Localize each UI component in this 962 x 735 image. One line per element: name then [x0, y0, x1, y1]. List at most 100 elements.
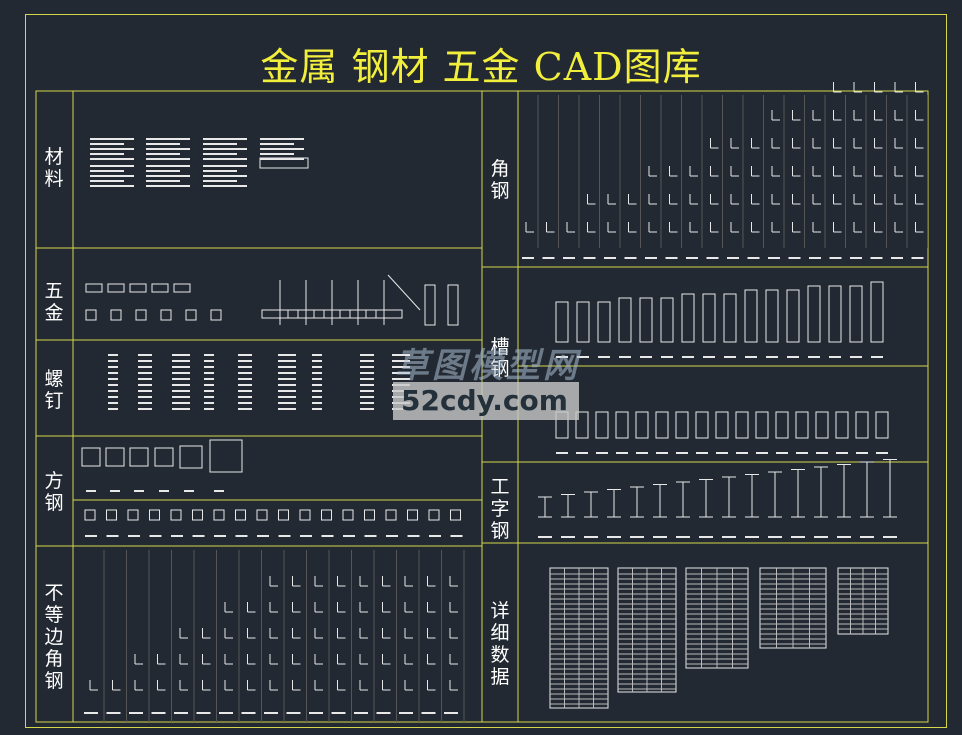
watermark-url: 52cdy.com: [401, 384, 568, 417]
material-line: [90, 165, 134, 167]
material-line: [203, 175, 247, 177]
angle-steel-dim: [542, 257, 555, 259]
screw-line: [360, 396, 374, 398]
screw-line: [360, 354, 374, 356]
square-steel-dim: [159, 490, 169, 492]
material-line: [203, 143, 237, 145]
square-steel-small: [127, 509, 139, 521]
screw-line: [278, 396, 296, 398]
hardware-part: [135, 309, 147, 321]
channel-steel-section: [795, 411, 809, 439]
material-line: [90, 180, 124, 182]
channel-steel-section: [849, 285, 863, 343]
screw-line: [360, 378, 374, 380]
channel-steel-section: [855, 411, 869, 439]
channel-steel-dim: [556, 356, 568, 358]
square-steel-section: [105, 447, 125, 467]
angle-steel-dim: [686, 257, 698, 259]
screw-line: [108, 372, 118, 374]
unequal-angle-dim: [129, 712, 143, 714]
angle-steel-dim: [604, 257, 616, 259]
screw-line: [360, 372, 374, 374]
square-steel-dim: [450, 535, 463, 537]
channel-steel-section: [744, 289, 758, 343]
i-beam-dim: [883, 536, 897, 538]
square-steel-dim: [149, 535, 162, 537]
outer-border: [25, 14, 947, 728]
screw-line: [278, 408, 296, 410]
material-line: [203, 180, 237, 182]
screw-line: [278, 384, 296, 386]
screw-line: [238, 396, 252, 398]
screw-line: [172, 354, 190, 356]
channel-steel-section: [807, 285, 821, 343]
label-details: 详细数据: [490, 600, 510, 688]
angle-steel-dim: [665, 257, 678, 259]
channel-steel-section: [715, 411, 729, 439]
channel-steel-section: [615, 411, 629, 439]
screw-line: [312, 366, 322, 368]
channel-steel-dim: [619, 356, 631, 358]
i-beam-dim: [860, 536, 874, 538]
i-beam-dim: [561, 536, 575, 538]
channel-steel-dim: [716, 452, 728, 454]
page-title: 金属 钢材 五金 CAD图库: [260, 45, 702, 89]
channel-steel-dim: [766, 356, 778, 358]
angle-steel-dim: [891, 257, 903, 259]
angle-steel-dim: [563, 257, 575, 259]
square-steel-dim: [184, 490, 194, 492]
channel-steel-dim: [640, 356, 652, 358]
channel-steel-section: [835, 411, 849, 439]
unequal-angle-dim: [331, 712, 346, 714]
screw-line: [312, 354, 322, 356]
unequal-angle-dim: [354, 712, 368, 714]
square-steel-small: [192, 509, 203, 521]
angle-steel-dim: [788, 257, 801, 259]
screw-line: [238, 408, 252, 410]
square-steel-dim: [386, 535, 398, 537]
square-steel-dim: [429, 535, 441, 537]
channel-steel-dim: [696, 452, 708, 454]
i-beam-dim: [538, 536, 552, 538]
hardware-part: [339, 309, 377, 319]
screw-line: [360, 402, 374, 404]
material-line: [203, 153, 237, 155]
label-channel-steel: 槽钢: [490, 336, 510, 380]
channel-steel-dim: [856, 452, 868, 454]
screw-line: [278, 372, 296, 374]
channel-steel-dim: [736, 452, 748, 454]
channel-steel-dim: [808, 356, 820, 358]
channel-steel-section: [655, 411, 669, 439]
screw-line: [312, 384, 322, 386]
hardware-part: [424, 284, 436, 326]
square-steel-small: [170, 509, 182, 521]
channel-steel-section: [597, 301, 611, 343]
square-steel-dim: [128, 535, 140, 537]
screw-line: [278, 354, 296, 356]
material-line: [90, 138, 134, 140]
material-line: [203, 185, 247, 187]
i-beam-dim: [722, 536, 736, 538]
channel-steel-section: [775, 411, 789, 439]
square-steel-dim: [214, 490, 224, 492]
screw-line: [108, 354, 118, 356]
screw-line: [172, 396, 190, 398]
i-beam-dim: [584, 536, 598, 538]
i-beam-dim: [630, 536, 644, 538]
channel-steel-dim: [871, 356, 883, 358]
material-line: [260, 138, 304, 140]
square-steel-small: [235, 509, 246, 521]
square-steel-dim: [278, 535, 291, 537]
square-steel-small: [149, 509, 160, 521]
screw-line: [392, 354, 410, 356]
square-steel-dim: [134, 490, 144, 492]
screw-line: [312, 390, 322, 392]
i-beam-dim: [653, 536, 667, 538]
channel-steel-dim: [796, 452, 808, 454]
channel-steel-section: [755, 411, 769, 439]
unequal-angle-dim: [219, 712, 233, 714]
square-steel-section: [81, 447, 101, 467]
channel-steel-section: [765, 289, 779, 343]
